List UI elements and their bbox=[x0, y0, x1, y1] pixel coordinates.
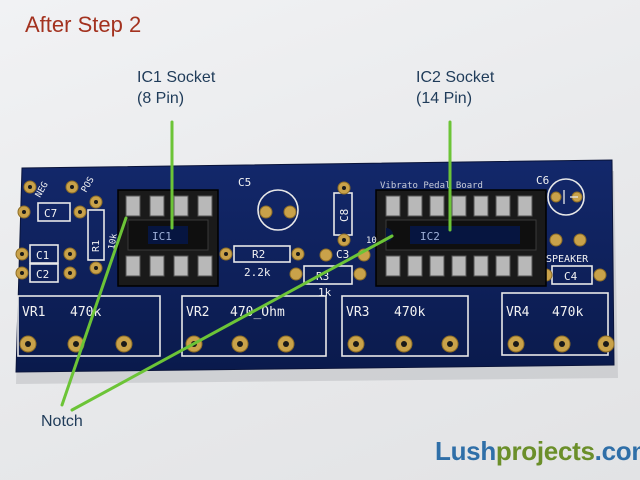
notch-pointer-line-1 bbox=[60, 216, 128, 407]
ic1-label-line2: (8 Pin) bbox=[137, 90, 185, 107]
silk-pin10: 10 bbox=[366, 236, 377, 246]
ic1-socket-label: IC1 Socket (8 Pin) bbox=[137, 67, 215, 109]
ic1-socket bbox=[117, 189, 219, 287]
silk-vr4-val: 470k bbox=[552, 305, 583, 320]
silk-vr2: VR2 bbox=[186, 305, 209, 320]
silk-r2: R2 bbox=[252, 248, 265, 261]
c5-outline bbox=[257, 189, 299, 231]
page-title: After Step 2 bbox=[25, 12, 142, 37]
notch-label: Notch bbox=[41, 413, 83, 430]
silk-vr3: VR3 bbox=[346, 305, 369, 320]
ic2-label-line1: IC2 Socket bbox=[416, 69, 495, 86]
silk-c4: C4 bbox=[564, 270, 578, 283]
pad bbox=[549, 233, 563, 247]
c7-outline bbox=[37, 202, 71, 222]
silk-c2: C2 bbox=[36, 268, 49, 281]
silk-vr3-val: 470k bbox=[394, 305, 425, 320]
silk-ic1: IC1 bbox=[152, 230, 172, 243]
ic2-label-line2: (14 Pin) bbox=[416, 90, 473, 107]
c2-outline bbox=[29, 263, 59, 283]
pad bbox=[283, 205, 297, 219]
vr1-outline bbox=[17, 295, 161, 357]
vr3-outline bbox=[341, 295, 469, 357]
silk-ic2: IC2 bbox=[420, 230, 440, 243]
silk-vr2-val: 470_Ohm bbox=[230, 305, 285, 320]
vr4-outline bbox=[501, 292, 609, 356]
ic2-socket-label: IC2 Socket (14 Pin) bbox=[416, 67, 494, 109]
c1-outline bbox=[29, 244, 59, 264]
notch-pointer-line-2 bbox=[70, 234, 394, 412]
silk-vibrato: Vibrato Pedal Board bbox=[380, 181, 483, 191]
silk-r1: R1 bbox=[91, 240, 102, 252]
silk-c1: C1 bbox=[36, 249, 49, 262]
silk-r3-val: 1k bbox=[318, 286, 332, 299]
silk-c3: C3 bbox=[336, 248, 349, 261]
vr2-outline bbox=[181, 295, 327, 357]
ic1-label-line1: IC1 Socket bbox=[137, 69, 216, 86]
ic2-socket bbox=[375, 189, 547, 287]
r3-outline bbox=[303, 265, 353, 285]
silk-c8: C8 bbox=[338, 209, 351, 222]
pad bbox=[573, 233, 587, 247]
r1-outline bbox=[87, 209, 105, 261]
silk-r2-val: 2.2k bbox=[244, 266, 271, 279]
brand-part-com: .com bbox=[594, 436, 640, 466]
silk-speaker: SPEAKER bbox=[546, 254, 589, 265]
silk-vr1: VR1 bbox=[22, 305, 45, 320]
silk-c6: C6 bbox=[536, 174, 549, 187]
pad bbox=[259, 205, 273, 219]
silk-vr4: VR4 bbox=[506, 305, 530, 320]
pad bbox=[289, 267, 303, 281]
brand-part-lush: Lush bbox=[435, 436, 496, 466]
silk-c7: C7 bbox=[44, 207, 57, 220]
silk-c5: C5 bbox=[238, 176, 251, 189]
pad bbox=[550, 191, 562, 203]
pad bbox=[319, 248, 333, 262]
c6-outline bbox=[547, 178, 585, 216]
brand-part-projects: projects bbox=[495, 436, 595, 466]
pad bbox=[593, 268, 607, 282]
brand-logo: Lushprojects.com bbox=[435, 436, 640, 467]
pad bbox=[353, 267, 367, 281]
r2-outline bbox=[233, 245, 291, 263]
